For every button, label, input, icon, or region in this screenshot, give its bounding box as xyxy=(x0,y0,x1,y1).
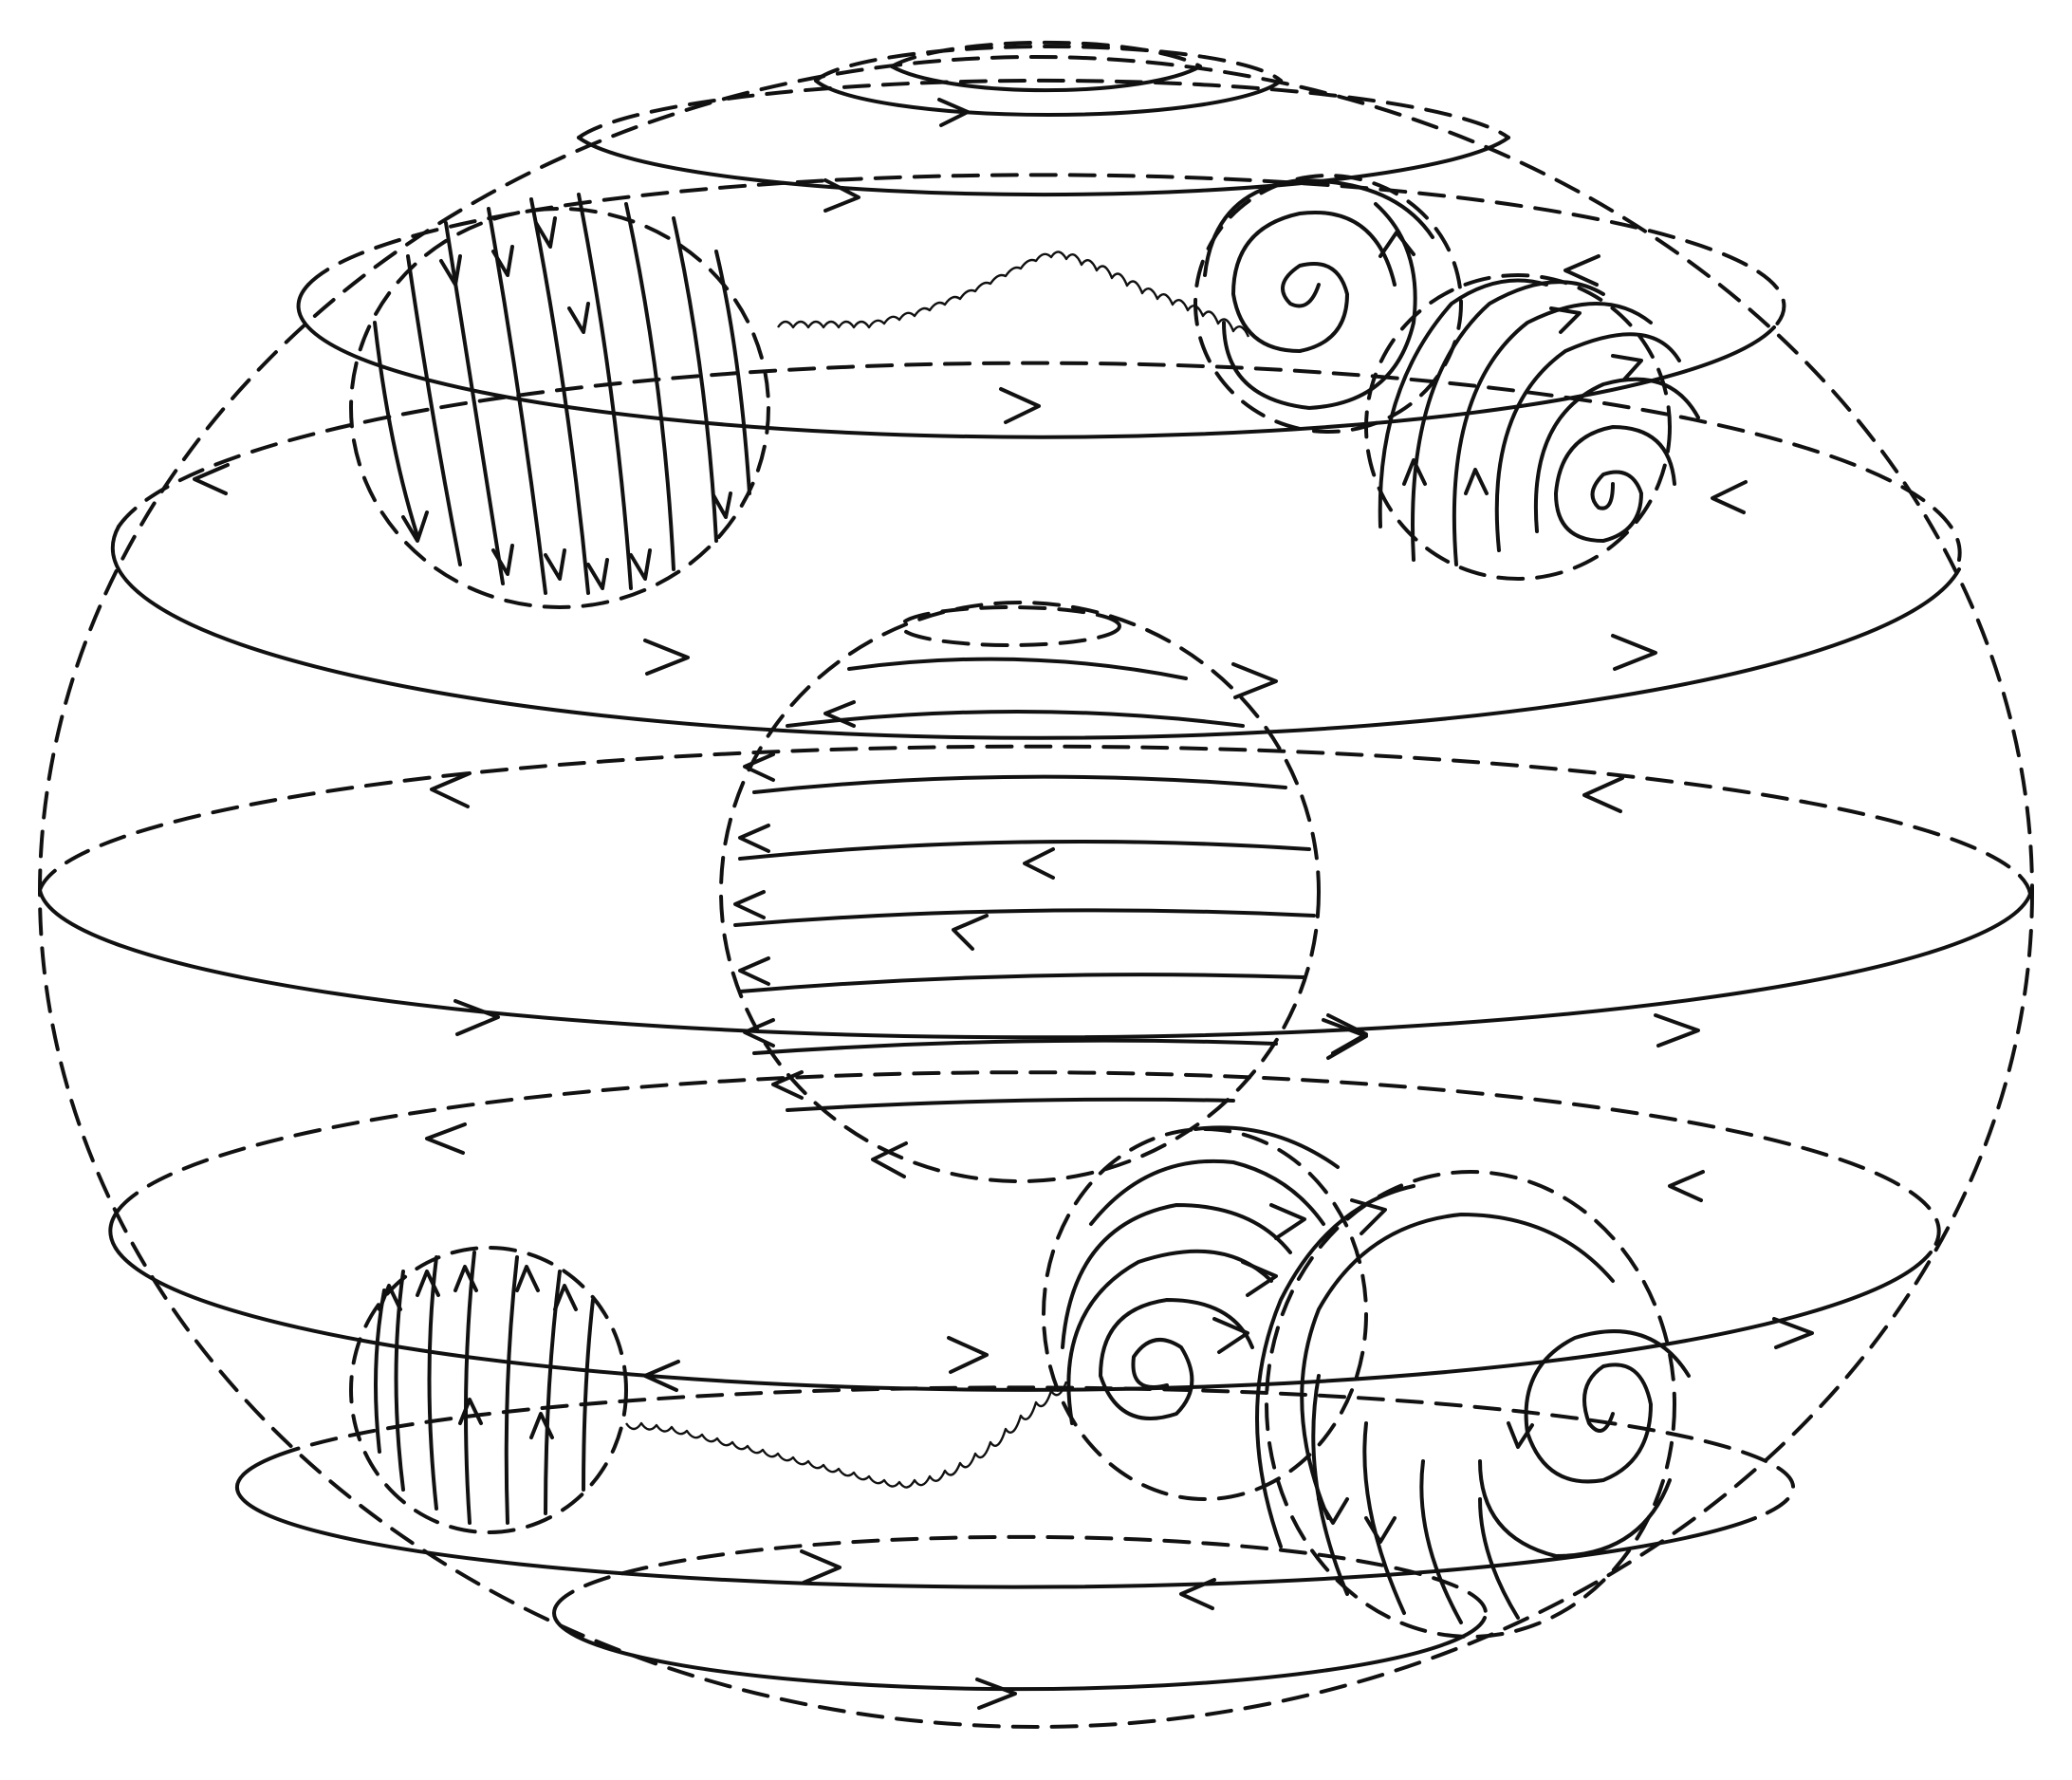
latitude-upper-2 xyxy=(296,173,1786,439)
latitude-upper-1 xyxy=(577,78,1510,197)
latitude-upper-3 xyxy=(110,361,1962,740)
wavy-connector-lower xyxy=(625,1381,1068,1489)
upper-right-vortex-pair xyxy=(1193,174,1700,581)
latitude-cap-top xyxy=(814,40,1283,118)
direction-arrows xyxy=(193,98,1814,1710)
latitude-lower-1 xyxy=(108,1070,1941,1392)
latitude-cap-bottom xyxy=(552,1534,1488,1692)
wavy-connectors xyxy=(625,250,1250,1489)
latitude-equator xyxy=(38,744,2032,1040)
wavy-connector-upper xyxy=(777,250,1250,338)
upper-left-body xyxy=(349,193,770,609)
latitude-circles xyxy=(38,40,2032,1692)
central-body xyxy=(719,601,1321,1183)
latitude-lower-2 xyxy=(234,1385,1796,1589)
lower-right-vortex-pair xyxy=(1042,1125,1691,1639)
outer-sphere xyxy=(38,55,2034,1729)
